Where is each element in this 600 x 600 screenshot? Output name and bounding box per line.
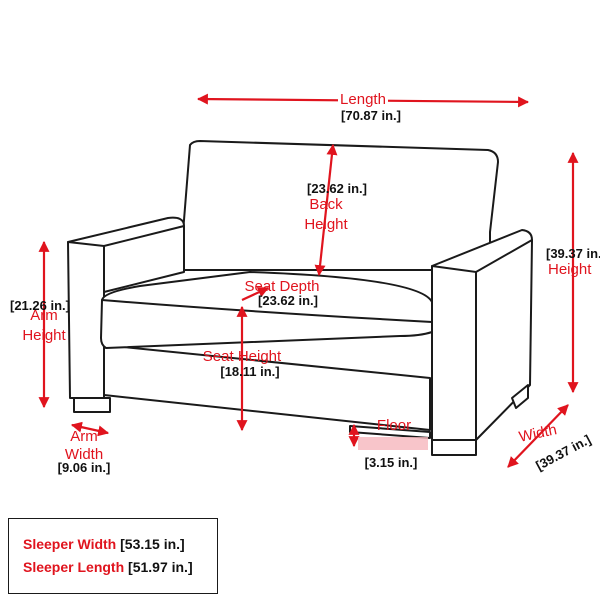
arm-height-label-1: Arm <box>30 307 58 324</box>
back-height-value: [23.62 in.] <box>307 181 367 196</box>
seat-cushion <box>100 271 433 349</box>
back-height-label-2: Height <box>304 216 348 233</box>
seat-height-value: [18.11 in.] <box>220 364 279 379</box>
seat-depth-value: [23.62 in.] <box>258 293 318 308</box>
arm-width-label-2: Width <box>65 446 103 463</box>
floor-highlight <box>358 437 428 450</box>
sofa-illustration <box>67 140 533 456</box>
sleeper-width-value: [53.15 in.] <box>120 536 185 552</box>
back-height-arrow <box>314 143 338 277</box>
width-label: Width <box>517 421 558 446</box>
back-height-label-1: Back <box>309 196 343 213</box>
seat-front-edge <box>101 299 433 323</box>
floor-value: [3.15 in.] <box>365 455 418 470</box>
arm-height-label-2: Height <box>22 327 66 344</box>
sleeper-dimensions-box: Sleeper Width [53.15 in.] Sleeper Length… <box>8 518 218 594</box>
seat-height-label: Seat Height <box>203 348 282 365</box>
sleeper-width-row: Sleeper Width [53.15 in.] <box>23 533 217 556</box>
height-label: Height <box>548 261 592 278</box>
length-value: [70.87 in.] <box>341 108 401 123</box>
sleeper-length-label: Sleeper Length <box>23 559 125 575</box>
sleeper-length-row: Sleeper Length [51.97 in.] <box>23 556 217 579</box>
length-label: Length <box>340 91 386 108</box>
front-left-foot <box>73 397 111 413</box>
arm-width-arrow <box>70 421 110 437</box>
sleeper-width-label: Sleeper Width <box>23 536 117 552</box>
height-value: [39.37 in.] <box>546 246 600 261</box>
width-arrow <box>507 404 569 468</box>
arm-height-value: [21.26 in.] <box>10 298 70 313</box>
sleeper-length-value: [51.97 in.] <box>128 559 193 575</box>
back-cushion <box>179 140 499 271</box>
sofa-base <box>103 344 431 431</box>
arm-width-label-1: Arm <box>70 428 98 445</box>
right-arm <box>431 229 533 441</box>
seat-depth-arrow <box>241 287 269 301</box>
front-right-foot <box>431 439 477 456</box>
seat-depth-label: Seat Depth <box>244 278 319 295</box>
arm-width-value: [9.06 in.] <box>58 460 111 475</box>
floor-label: Floor <box>377 417 411 434</box>
